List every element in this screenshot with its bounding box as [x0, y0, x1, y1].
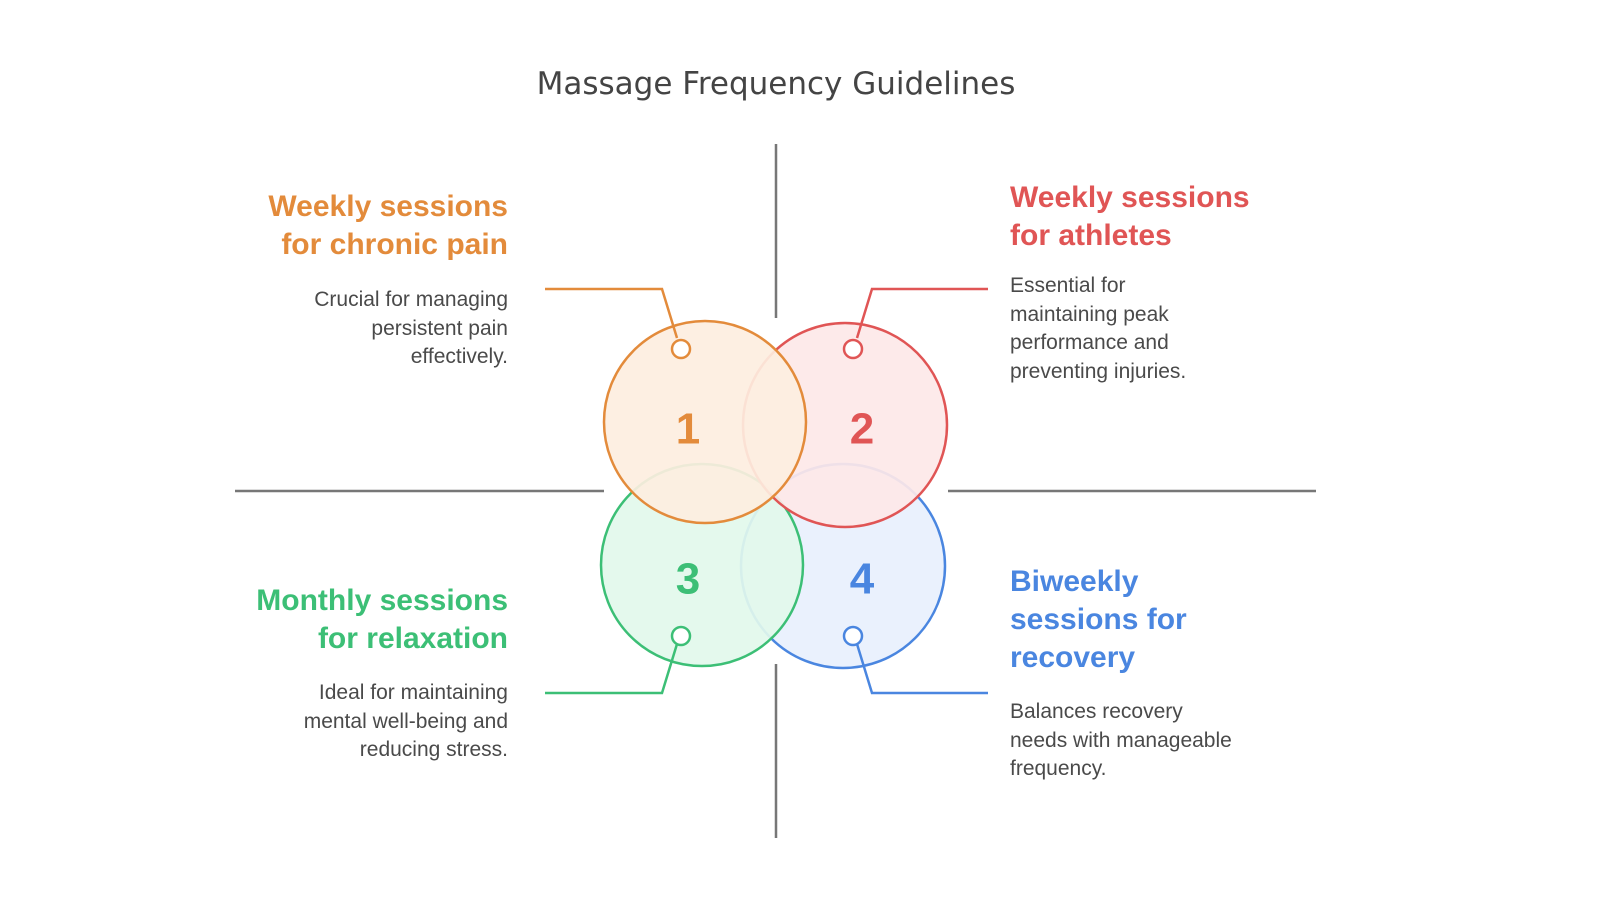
number-2: 2	[850, 405, 874, 454]
connector-dot-2	[842, 338, 864, 360]
diagram-title: Massage Frequency Guidelines	[536, 66, 1016, 102]
description-1: Crucial for managing persistent pain eff…	[314, 288, 508, 368]
description-3: Ideal for maintaining mental well-being …	[303, 681, 508, 761]
number-4: 4	[850, 555, 875, 604]
number-1: 1	[676, 405, 700, 454]
connector-dot-3	[670, 625, 692, 647]
connector-4	[855, 643, 988, 695]
connector-2	[855, 287, 988, 339]
number-3: 3	[676, 555, 700, 604]
heading-1: Weekly sessions for chronic pain	[268, 190, 508, 261]
connector-3	[545, 643, 679, 695]
heading-2: Weekly sessions for athletes	[1010, 181, 1250, 252]
connector-dot-1	[670, 338, 692, 360]
description-4: Balances recovery needs with manageable …	[1010, 700, 1232, 780]
description-2: Essential for maintaining peak performan…	[1010, 274, 1187, 383]
heading-3: Monthly sessions for relaxation	[256, 584, 508, 655]
connector-1	[545, 287, 679, 339]
connector-dot-4	[842, 625, 864, 647]
heading-4: Biweekly sessions for recovery	[1010, 565, 1187, 674]
circle-1	[602, 319, 808, 525]
